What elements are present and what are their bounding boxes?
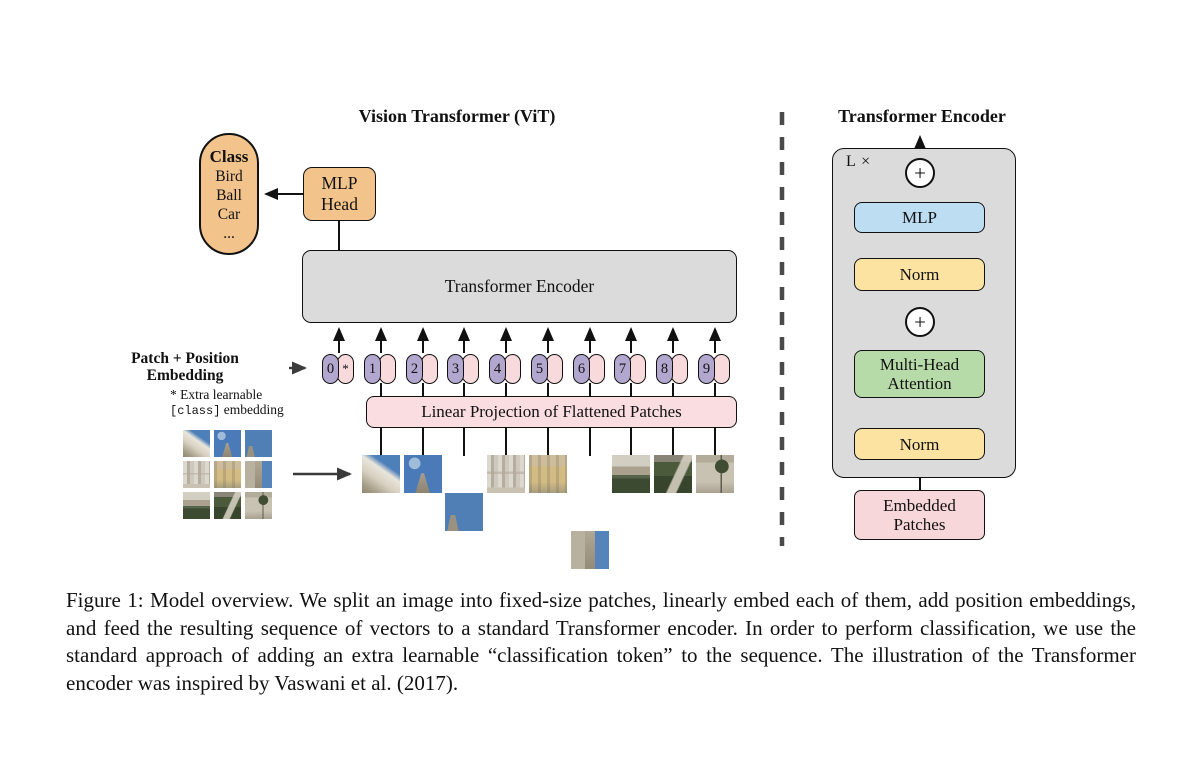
class-item: Ball bbox=[216, 187, 242, 204]
mlp-box: MLP bbox=[854, 202, 985, 233]
token-position-pill: 8 bbox=[656, 354, 673, 384]
vit-panel-title: Vision Transformer (ViT) bbox=[358, 106, 556, 126]
image-patch bbox=[571, 531, 609, 569]
class-item: ... bbox=[223, 225, 235, 242]
token-patch-pill bbox=[421, 354, 438, 384]
image-grid-cell bbox=[245, 430, 272, 457]
image-grid-cell bbox=[183, 461, 210, 488]
image-patch bbox=[696, 455, 734, 493]
image-patch bbox=[362, 455, 400, 493]
figure-caption: Figure 1: Model overview. We split an im… bbox=[66, 588, 1136, 695]
token-0: * 0 bbox=[322, 354, 356, 384]
image-grid-cell bbox=[183, 492, 210, 519]
token-position-pill: 0 bbox=[322, 354, 339, 384]
token-7: 7 bbox=[614, 354, 648, 384]
note-line-1: * Extra learnable bbox=[170, 387, 263, 402]
class-embedding-note: * Extra learnable [class] embedding bbox=[170, 387, 340, 419]
embedded-patches-box: Embedded Patches bbox=[854, 490, 985, 540]
token-3: 3 bbox=[447, 354, 481, 384]
token-patch-pill bbox=[462, 354, 479, 384]
norm-box-top: Norm bbox=[854, 258, 985, 291]
token-patch-pill bbox=[546, 354, 563, 384]
image-patch bbox=[445, 493, 483, 531]
image-grid-cell bbox=[214, 492, 241, 519]
mlp-head-box: MLP Head bbox=[303, 167, 376, 221]
token-9: 9 bbox=[698, 354, 732, 384]
token-patch-pill bbox=[713, 354, 730, 384]
token-position-pill: 4 bbox=[489, 354, 506, 384]
token-patch-pill bbox=[629, 354, 646, 384]
input-image-grid bbox=[183, 430, 276, 523]
image-grid-cell bbox=[183, 430, 210, 457]
token-patch-pill bbox=[588, 354, 605, 384]
token-4: 4 bbox=[489, 354, 523, 384]
token-patch-pill bbox=[379, 354, 396, 384]
token-position-pill: 5 bbox=[531, 354, 548, 384]
token-8: 8 bbox=[656, 354, 690, 384]
image-patch bbox=[404, 455, 442, 493]
token-6: 6 bbox=[573, 354, 607, 384]
class-output-pill: Class Bird Ball Car ... bbox=[199, 133, 259, 255]
token-2: 2 bbox=[406, 354, 440, 384]
image-grid-cell bbox=[214, 430, 241, 457]
linear-projection-box: Linear Projection of Flattened Patches bbox=[366, 396, 737, 428]
image-patch bbox=[487, 455, 525, 493]
note-line-2: [class] embedding bbox=[170, 401, 340, 419]
residual-add-circle-top: + bbox=[905, 158, 935, 188]
layer-repeat-label: L × bbox=[846, 153, 872, 170]
class-pill-heading: Class bbox=[209, 147, 249, 166]
residual-add-circle-bottom: + bbox=[905, 307, 935, 337]
image-grid-cell bbox=[214, 461, 241, 488]
class-token-code: [class] bbox=[170, 403, 221, 418]
class-item: Car bbox=[217, 206, 241, 223]
norm-box-bottom: Norm bbox=[854, 428, 985, 460]
image-patch bbox=[612, 455, 650, 493]
token-position-pill: 6 bbox=[573, 354, 590, 384]
token-position-pill: 1 bbox=[364, 354, 381, 384]
token-extra-pill: * bbox=[337, 354, 354, 384]
patch-position-embedding-label: Patch + Position Embedding bbox=[131, 350, 239, 384]
token-5: 5 bbox=[531, 354, 565, 384]
token-position-pill: 9 bbox=[698, 354, 715, 384]
note-line-2-rest: embedding bbox=[220, 401, 284, 417]
multi-head-attention-box: Multi-Head Attention bbox=[854, 350, 985, 398]
token-position-pill: 3 bbox=[447, 354, 464, 384]
class-item: Bird bbox=[215, 168, 243, 185]
image-grid-cell bbox=[245, 461, 272, 488]
image-grid-cell bbox=[245, 492, 272, 519]
token-1: 1 bbox=[364, 354, 398, 384]
transformer-encoder-box: Transformer Encoder bbox=[302, 250, 737, 323]
image-patch bbox=[529, 455, 567, 493]
token-position-pill: 7 bbox=[614, 354, 631, 384]
encoder-panel-title: Transformer Encoder bbox=[838, 106, 1006, 126]
token-position-pill: 2 bbox=[406, 354, 423, 384]
image-patch bbox=[654, 455, 692, 493]
token-patch-pill bbox=[671, 354, 688, 384]
token-patch-pill bbox=[504, 354, 521, 384]
